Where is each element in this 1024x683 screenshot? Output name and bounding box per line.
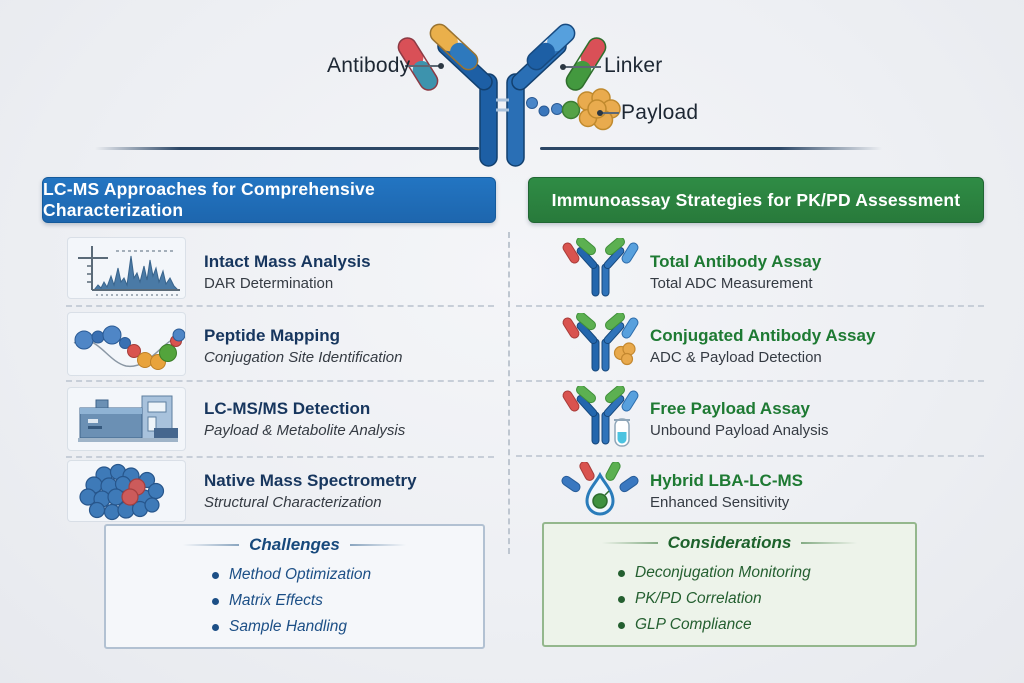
antibody-payload-icon bbox=[558, 311, 643, 380]
bullet-icon bbox=[212, 623, 219, 631]
list-item: Method Optimization bbox=[212, 562, 371, 588]
immunoassay-header: Immunoassay Strategies for PK/PD Assessm… bbox=[528, 177, 984, 223]
left-item-subtitle: Payload & Metabolite Analysis bbox=[204, 422, 406, 439]
considerations-list: Deconjugation Monitoring PK/PD Correlati… bbox=[618, 560, 811, 638]
row-divider bbox=[66, 456, 494, 458]
droplet-icon bbox=[560, 461, 640, 525]
bullet-icon bbox=[618, 621, 625, 629]
divider-line-right bbox=[540, 147, 882, 150]
row-divider bbox=[66, 305, 494, 307]
left-item-subtitle: DAR Determination bbox=[204, 275, 334, 292]
list-item: GLP Compliance bbox=[618, 612, 811, 638]
peptide-chain-icon bbox=[68, 313, 186, 375]
linker-label: Linker bbox=[604, 54, 663, 77]
left-item-subtitle: Conjugation Site Identification bbox=[204, 349, 403, 366]
right-item-title: Conjugated Antibody Assay bbox=[650, 326, 876, 345]
payload-label: Payload bbox=[621, 101, 699, 124]
dash-decoration bbox=[349, 544, 406, 546]
divider-line-left bbox=[95, 147, 479, 150]
considerations-box: Considerations Deconjugation Monitoring … bbox=[542, 522, 917, 647]
ms-instrument-icon bbox=[68, 388, 185, 450]
left-item-subtitle: Structural Characterization bbox=[204, 494, 382, 511]
right-item-subtitle: Enhanced Sensitivity bbox=[650, 494, 790, 511]
antibody-label: Antibody bbox=[327, 54, 411, 77]
molecule-cluster-icon bbox=[68, 461, 185, 521]
list-item: Sample Handling bbox=[212, 614, 371, 640]
list-item: Matrix Effects bbox=[212, 588, 371, 614]
row-divider bbox=[516, 305, 984, 307]
lcms-header: LC-MS Approaches for Comprehensive Chara… bbox=[42, 177, 496, 223]
right-item-title: Total Antibody Assay bbox=[650, 252, 822, 271]
dash-decoration bbox=[601, 542, 658, 544]
dash-decoration bbox=[801, 542, 858, 544]
bullet-icon bbox=[212, 571, 219, 579]
bullet-icon bbox=[618, 569, 625, 577]
bullet-icon bbox=[618, 595, 625, 603]
bullet-icon bbox=[212, 597, 219, 605]
left-item-title: LC-MS/MS Detection bbox=[204, 399, 371, 418]
challenges-title: Challenges bbox=[249, 535, 340, 554]
right-item-title: Free Payload Assay bbox=[650, 399, 811, 418]
row-divider bbox=[66, 380, 494, 382]
list-item: PK/PD Correlation bbox=[618, 586, 811, 612]
right-item-subtitle: Unbound Payload Analysis bbox=[650, 422, 829, 439]
challenges-box: Challenges Method Optimization Matrix Ef… bbox=[104, 524, 485, 649]
challenges-list: Method Optimization Matrix Effects Sampl… bbox=[212, 562, 371, 640]
column-divider bbox=[508, 232, 510, 554]
row-divider bbox=[516, 380, 984, 382]
chromatogram-icon bbox=[68, 238, 185, 298]
considerations-title: Considerations bbox=[667, 533, 792, 552]
right-item-subtitle: ADC & Payload Detection bbox=[650, 349, 822, 366]
left-item-title: Intact Mass Analysis bbox=[204, 252, 371, 271]
adc-antibody-structure-icon bbox=[397, 23, 621, 167]
dash-decoration bbox=[183, 544, 240, 546]
right-item-title: Hybrid LBA-LC-MS bbox=[650, 471, 803, 490]
left-item-title: Native Mass Spectrometry bbox=[204, 471, 417, 490]
antibody-icon bbox=[558, 236, 643, 305]
antibody-tube-icon bbox=[558, 384, 643, 455]
list-item: Deconjugation Monitoring bbox=[618, 560, 811, 586]
left-item-title: Peptide Mapping bbox=[204, 326, 340, 345]
row-divider bbox=[516, 455, 984, 457]
right-item-subtitle: Total ADC Measurement bbox=[650, 275, 813, 292]
